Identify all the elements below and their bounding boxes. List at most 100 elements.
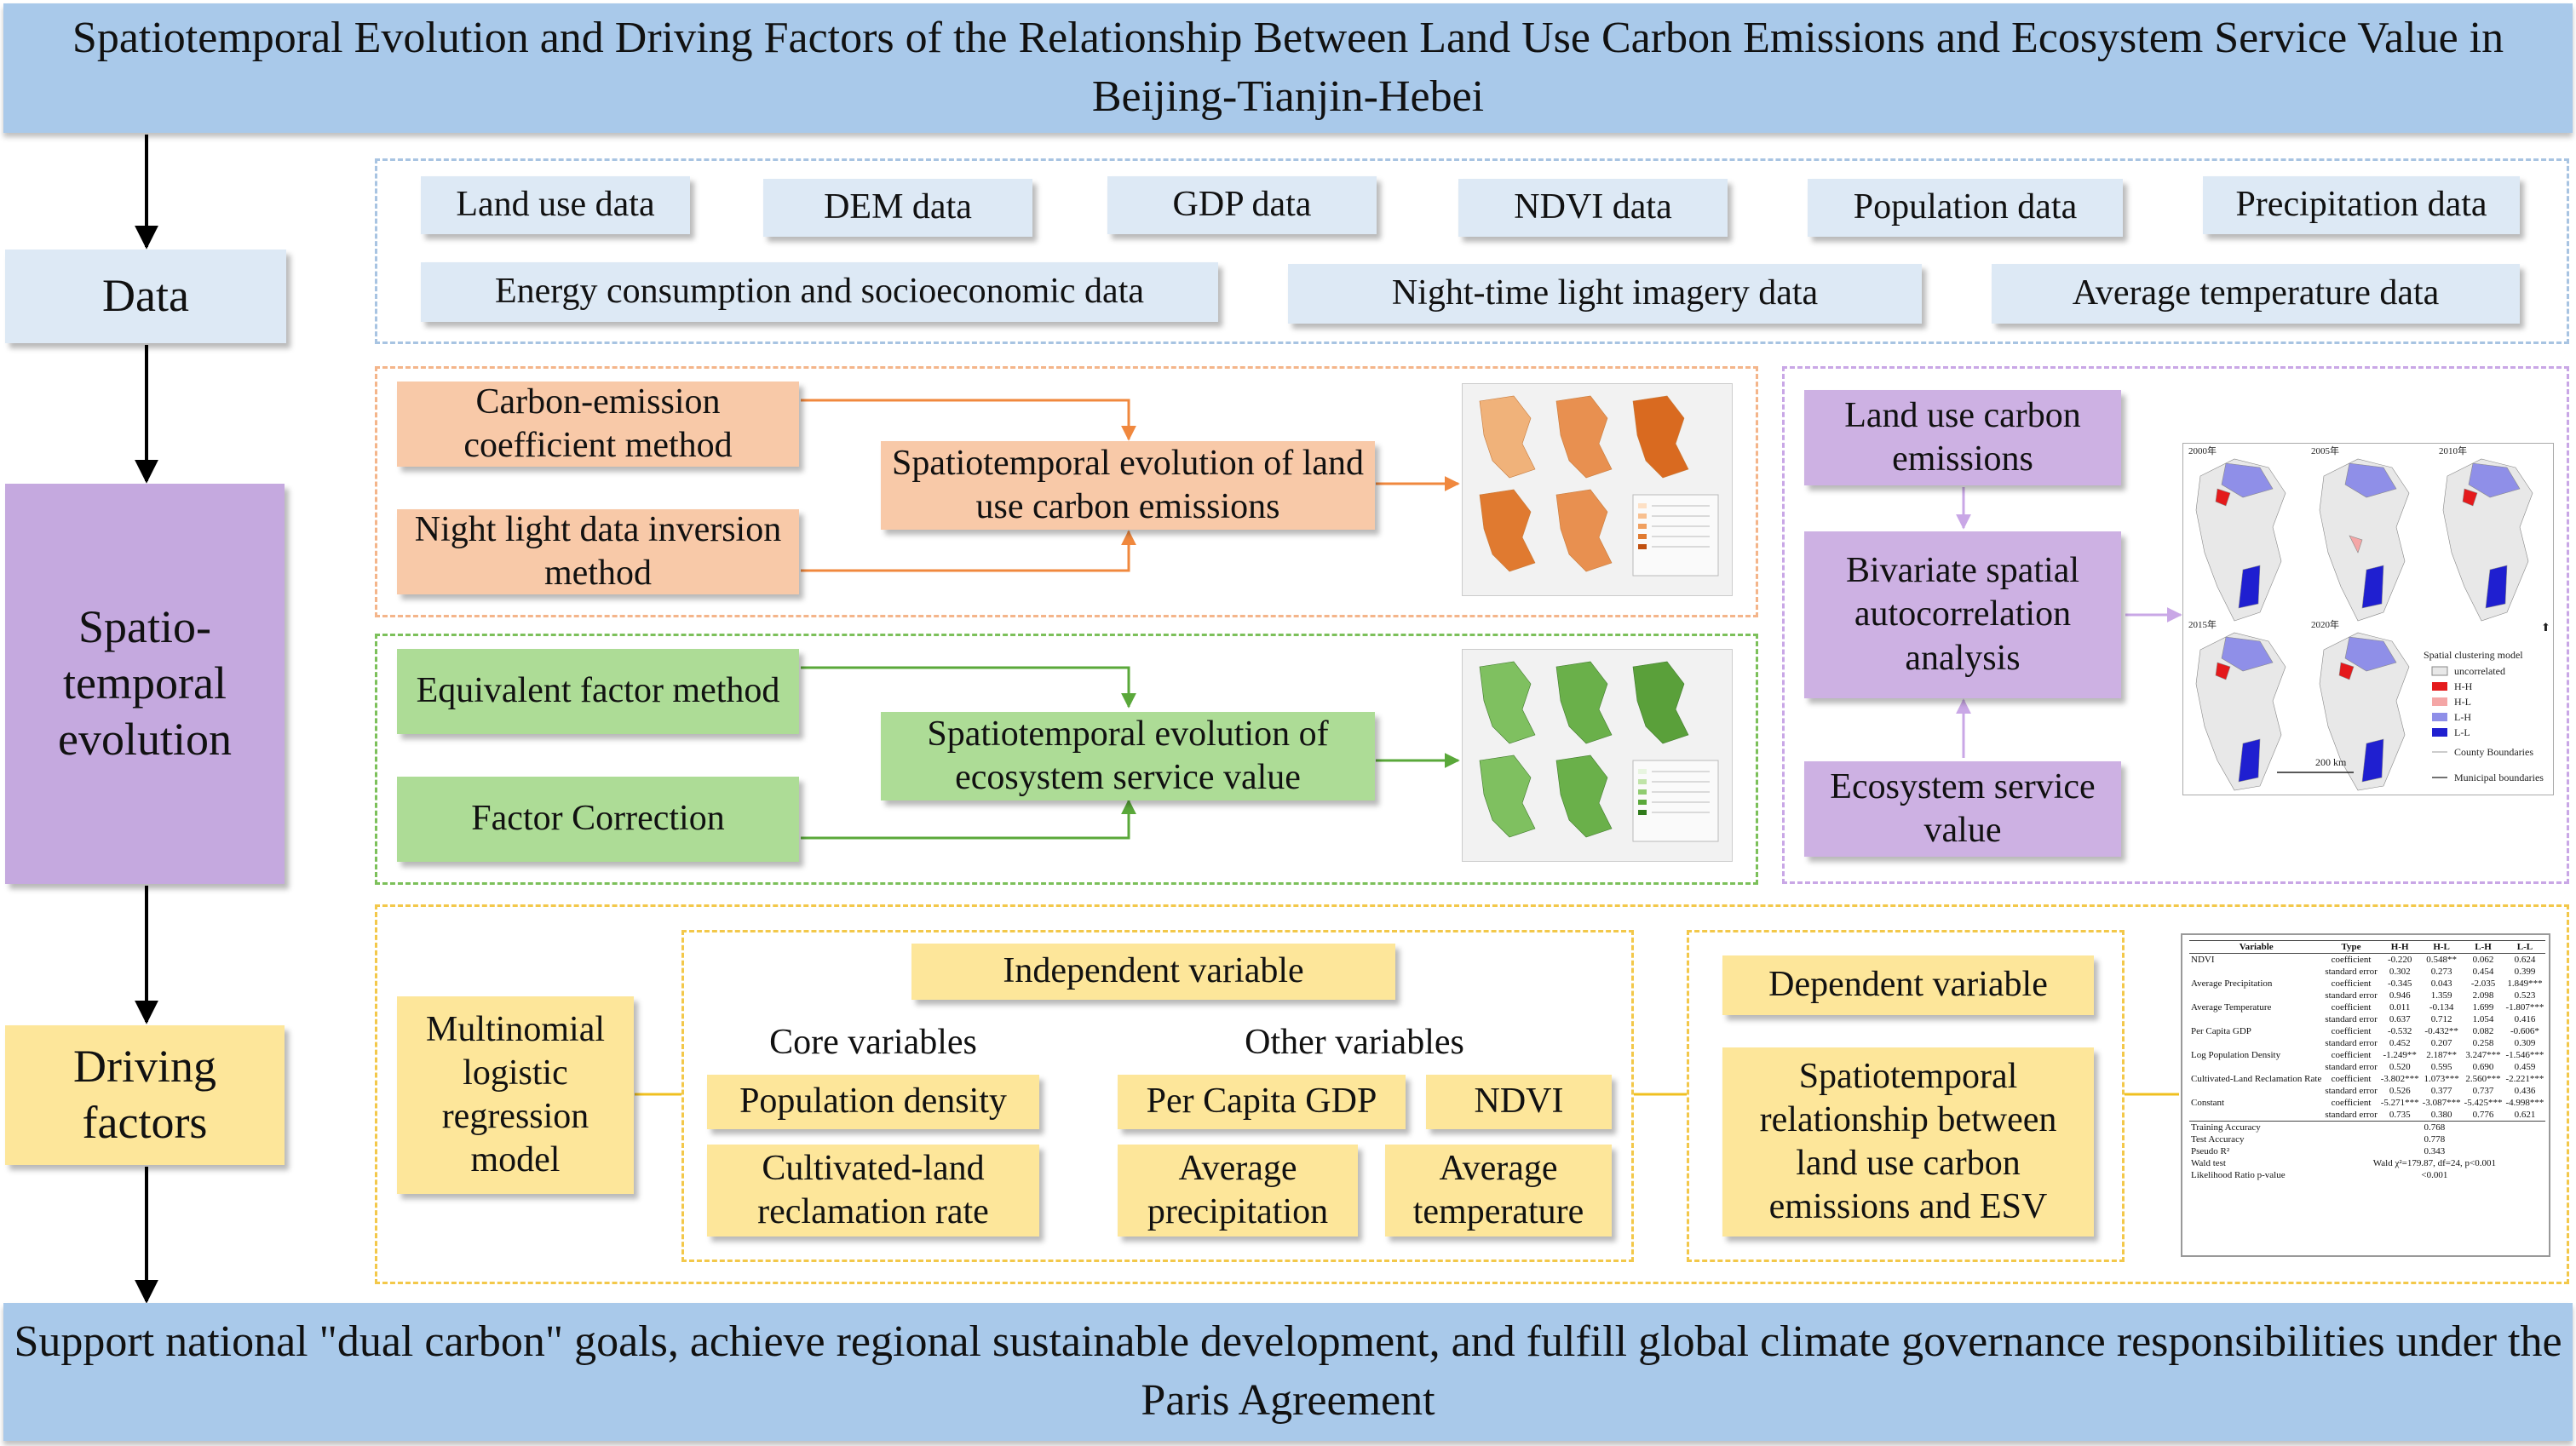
other-variables-label: Other variables <box>1245 1023 1464 1062</box>
variable-label: Per Capita GDP <box>1146 1082 1377 1122</box>
table-cell: 0.712 <box>2430 1014 2452 1024</box>
table-cell: 0.043 <box>2430 978 2452 989</box>
esv-arrow-1 <box>801 666 1136 709</box>
table-cell: Constant <box>2191 1098 2225 1108</box>
table-cell: coefficient <box>2331 978 2372 989</box>
bivariate-carbon-input: Land use carbon emissions <box>1804 390 2121 485</box>
table-cell: -4.998*** <box>2505 1098 2544 1108</box>
table-cell: -3.802*** <box>2380 1074 2419 1084</box>
data-item-population: Population data <box>1808 179 2123 237</box>
carbon-map-legend <box>1632 494 1719 577</box>
table-cell: standard error <box>2325 1038 2378 1048</box>
table-cell: 0.595 <box>2430 1062 2452 1072</box>
carbon-arrow-1 <box>801 399 1136 441</box>
table-cell: 0.523 <box>2514 990 2536 1001</box>
table-cell <box>2189 966 2323 978</box>
cluster-legend-swatch-lh <box>2432 713 2447 721</box>
table-cell: standard error <box>2325 1110 2378 1120</box>
cluster-map-2005 <box>2319 458 2410 622</box>
table-cell: 2.098 <box>2472 990 2494 1001</box>
table-cell: 0.520 <box>2389 1062 2411 1072</box>
carbon-arrow-2 <box>801 530 1136 572</box>
stage-driving-factors: Driving factors <box>5 1025 285 1165</box>
table-cell: coefficient <box>2331 1002 2372 1013</box>
carbon-map-image <box>1479 395 1719 577</box>
cluster-map-year-labels: 2000年 2005年 2010年 2015年 2020年 <box>2188 445 2467 630</box>
table-cell: 0.258 <box>2472 1038 2494 1048</box>
data-item-label: DEM data <box>824 187 972 227</box>
table-cell: Test Accuracy <box>2191 1134 2245 1145</box>
table-cell: 0.621 <box>2514 1110 2536 1120</box>
table-cell: coefficient <box>2331 1098 2372 1108</box>
cluster-map-image: 2000年 2005年 2010年 2015年 2020年 <box>2188 445 2550 791</box>
year-label-2000: 2000年 <box>2188 445 2217 456</box>
table-header-cell: L-L <box>2504 940 2546 954</box>
table-cell: Average Temperature <box>2191 1002 2272 1013</box>
data-item-precipitation: Precipitation data <box>2203 176 2520 234</box>
data-item-label: Energy consumption and socioeconomic dat… <box>494 272 1145 312</box>
relationship-label: Spatiotemporal relationship between land… <box>1759 1056 2057 1227</box>
independent-variable-frame <box>681 930 1634 1262</box>
dependent-variable-frame <box>1687 930 2125 1262</box>
table-cell <box>2189 1109 2323 1122</box>
other-ndvi: NDVI <box>1426 1075 1612 1129</box>
table-cell: <0.001 <box>2421 1170 2448 1180</box>
table-cell: NDVI <box>2191 955 2215 965</box>
table-cell: Wald test <box>2191 1158 2226 1168</box>
table-cell: 0.548** <box>2426 955 2457 965</box>
table-cell <box>2189 1085 2323 1097</box>
carbon-section-frame <box>375 366 1758 617</box>
result-label: Spatiotemporal evolution of ecosystem se… <box>927 714 1329 797</box>
table-cell: 2.560*** <box>2465 1074 2501 1084</box>
table-cell: 1.699 <box>2472 1002 2494 1013</box>
table-cell: Likelihood Ratio p-value <box>2191 1170 2286 1180</box>
cluster-map-shapes <box>2195 458 2533 791</box>
cluster-map-panel: 2000年 2005年 2010年 2015年 2020年 <box>2182 443 2554 795</box>
table-cell: -3.087*** <box>2422 1098 2461 1108</box>
table-header-cell: H-L <box>2420 940 2463 954</box>
table-cell: 0.946 <box>2389 990 2411 1001</box>
table-cell: coefficient <box>2331 955 2372 965</box>
header-label: Independent variable <box>1003 951 1304 991</box>
table-cell: 0.416 <box>2514 1014 2536 1024</box>
table-cell: 0.207 <box>2430 1038 2452 1048</box>
table-header-cell: H-H <box>2378 940 2421 954</box>
data-item-label: GDP data <box>1172 185 1312 225</box>
variable-label: Average precipitation <box>1147 1148 1329 1231</box>
cluster-legend-ll: L-L <box>2454 726 2470 738</box>
table-cell: 0.302 <box>2389 967 2411 977</box>
core-cultivated-land-rate: Cultivated-land reclamation rate <box>707 1145 1039 1237</box>
table-cell: coefficient <box>2331 1074 2372 1084</box>
table-cell: standard error <box>2325 990 2378 1001</box>
data-item-gdp: GDP data <box>1107 176 1377 234</box>
table-cell: Pseudo R² <box>2191 1146 2230 1156</box>
title-banner: Spatiotemporal Evolution and Driving Fac… <box>3 3 2573 133</box>
table-cell: 0.377 <box>2430 1086 2452 1096</box>
table-cell: 0.526 <box>2389 1086 2411 1096</box>
table-cell: Log Population Density <box>2191 1050 2281 1060</box>
north-arrow-icon: ⬆ <box>2541 621 2550 634</box>
table-cell: Wald χ²=179.87, df=24, p<0.001 <box>2372 1158 2496 1168</box>
table-cell: 0.436 <box>2514 1086 2536 1096</box>
cluster-legend-lh: L-H <box>2454 711 2471 723</box>
table-stat-row: Likelihood Ratio p-value <0.001 <box>2189 1169 2545 1181</box>
cluster-map-legend: Spatial clustering model uncorrelated H-… <box>2277 621 2550 783</box>
table-cell: coefficient <box>2331 1050 2372 1060</box>
stage-data-label: Data <box>102 270 189 322</box>
table-cell: 0.273 <box>2430 967 2452 977</box>
cluster-legend-hl: H-L <box>2454 696 2471 708</box>
core-population-density: Population density <box>707 1075 1039 1129</box>
result-label: Spatiotemporal evolution of land use car… <box>891 443 1365 526</box>
table-cell: 0.062 <box>2472 955 2494 965</box>
